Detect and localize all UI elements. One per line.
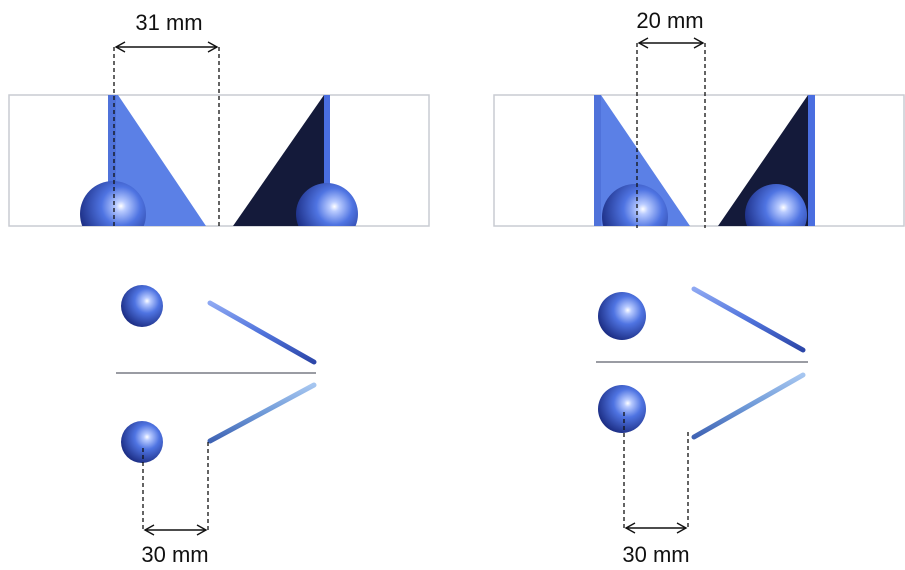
left-light-wedge-edge [108, 95, 116, 226]
left-dark-wedge-edge [324, 95, 330, 226]
right-bottom-dim-arrowhead-right [676, 522, 688, 534]
right-bottom-dim-arrowhead-left [624, 522, 636, 534]
right-dark-wedge-edge [808, 95, 815, 226]
left-bottom-dimension-label: 30 mm [141, 542, 208, 567]
left-bottom-dim-arrowhead-right [196, 524, 208, 536]
left-rod-lower [207, 382, 317, 444]
left-top-dim-arrowhead-left [114, 41, 126, 53]
left-rod-upper [207, 300, 317, 365]
right-bottom-dimension-label: 30 mm [622, 542, 689, 567]
right-rod-upper [691, 286, 806, 353]
right-ball-lower [598, 385, 646, 433]
left-side-ball-1 [80, 181, 146, 226]
right-top-dim-arrowhead-left [637, 37, 649, 49]
right-top-dim-arrowhead-right [693, 37, 705, 49]
right-light-wedge-edge [594, 95, 601, 226]
left-ball-upper [121, 285, 163, 327]
left-top-view: 30 mm [116, 285, 317, 567]
left-side-view: 31 mm [8, 10, 430, 228]
right-panel: 20 mm 30 mm [493, 8, 905, 567]
left-panel: 31 mm 30 mm [8, 10, 430, 567]
left-top-dimension-label: 31 mm [135, 10, 202, 35]
right-side-view: 20 mm [493, 8, 905, 228]
right-top-dimension-label: 20 mm [636, 8, 703, 33]
left-ball-lower [121, 421, 163, 463]
right-rod-lower [691, 372, 806, 440]
left-side-ball-2 [296, 183, 358, 226]
right-top-view: 30 mm [596, 286, 808, 567]
right-side-view-frame [493, 94, 905, 227]
left-top-dim-arrowhead-right [207, 41, 219, 53]
left-bottom-dim-arrowhead-left [143, 524, 155, 536]
right-side-ball-2 [745, 184, 807, 226]
right-side-ball-1 [602, 184, 668, 226]
right-ball-upper [598, 292, 646, 340]
